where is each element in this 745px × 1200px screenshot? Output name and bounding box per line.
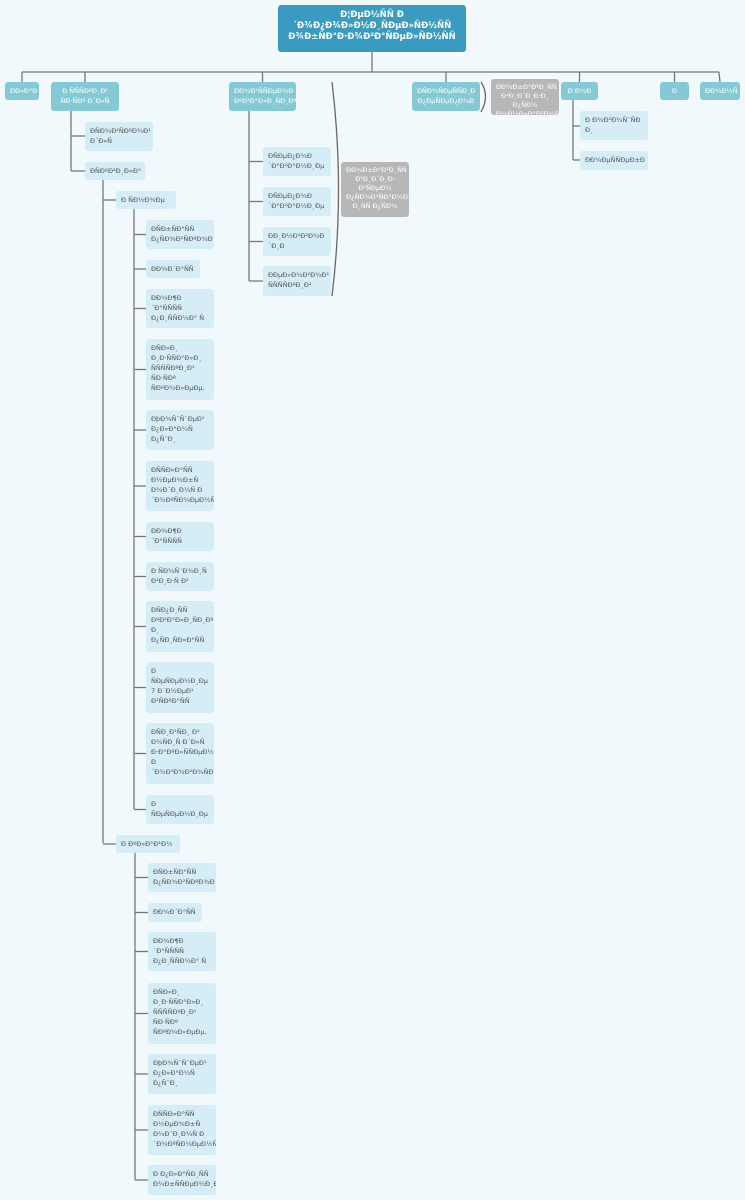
note-d[interactable]: ÐÐ¾Ð±Ð°Ð²Ð¸ÑÑ Ð²Ð¸Ð´Ð¸Ð·Ð¸ Ð¿ÑÐ¾ Ð¾Ð½Ð»Ð… (491, 79, 559, 115)
list-item[interactable]: ÐÐ¸Ð½Ð²Ð²Ð¾Ð ´Ð¸Ð (263, 227, 331, 256)
branch-g[interactable]: ÐÐ¾Ð½Ñ (700, 82, 740, 100)
branch-c[interactable]: ÐÐ¾Ð²ÑÑÐµÐ½Ð ÐºÐ²Ð°Ð»Ð¸ÑÐ¸Ðº (229, 82, 296, 111)
list-item[interactable]: ÐÑÑÐ»Ð°ÑÑ Ð½ÐµÐ¾Ð±Ñ Ð¾Ð´Ð¸Ð¼Ñ Ð ´Ð¾ÐºÑÐ¼… (148, 1105, 216, 1155)
root-node[interactable]: Ð¦ÐµÐ½ÑÑ Ð ´Ð¾Ð¿Ð¾Ð»Ð½Ð¸ÑÐµÐ»ÑÐ½ÑÑ Ð¾Ð±Ñ… (278, 5, 466, 52)
branch-f[interactable]: Ð (660, 82, 689, 100)
branch-a[interactable]: ÐÐ»Ð°Ð (5, 82, 39, 100)
branch-b[interactable]: Ð ÑÑÑÐºÐ¸Ð¹ ÑÐ·ÑÐº Ð´Ð»Ñ (51, 82, 119, 111)
list-item[interactable]: ÐÐ¾Ð´Ð°ÑÑ (148, 903, 202, 922)
list-item[interactable]: Ð Ð¿Ð»Ð°ÑÐ¸ÑÑ Ð¾Ð±ÑÑÐµÐ½Ð¸Ðµ (148, 1165, 216, 1195)
b-sub2[interactable]: Ð ÐºÐ»Ð°Ð¹Ð½ (116, 835, 180, 853)
list-item[interactable]: ÐÐ¾Ð´Ð°ÑÑ (146, 260, 200, 278)
list-item[interactable]: ÐÑÐµÐ¿Ð¾Ð ´Ð°Ð²Ð°Ð½Ð¸Ðµ (263, 187, 331, 216)
list-item[interactable]: ÐÑÑÐ»Ð°ÑÑ Ð½ÐµÐ¾Ð±Ñ Ð¾Ð´Ð¸Ð¼Ñ Ð ´Ð¾ÐºÑÐ¼… (146, 461, 214, 511)
list-item[interactable]: ÐÑÐµÐ¿Ð¾Ð ´Ð°Ð²Ð°Ð½Ð¸Ðµ (263, 147, 331, 176)
list-item[interactable]: Ð ÑÐ¾Ñ¨Ð¾Ð¸Ñ Ð²Ð¸Ð·Ñ Ð² (146, 562, 214, 591)
connector (718, 71, 721, 83)
list-item[interactable]: ÐÑÐ±ÑÐ°ÑÑ Ð¿ÑÐ¾Ð²ÑÐºÐ¾Ð (146, 220, 214, 249)
list-item[interactable]: ÐÐ¾Ð¶Ð ´Ð°ÑÑÑÑ Ð¿Ð¸ÑÑÐ¼Ð° Ñ (148, 932, 216, 971)
bracket-d (480, 81, 487, 113)
list-item[interactable]: Ð Ð¾Ð²Ð¾Ñ¨ÑÐ Ð¸ (580, 111, 648, 140)
list-item[interactable]: Ð ÑÐµÑÐµÐ½Ð¸Ðµ (146, 795, 214, 824)
list-item[interactable]: ÐÐ¾Ð¶Ð ´Ð°ÑÑÑÑ Ð¿Ð¸ÑÑÐ¼Ð° Ñ (146, 289, 214, 328)
list-item[interactable]: ÐÑÐ»Ð¸ Ð¸Ð·ÑÑÐ°Ð»Ð¸ ÑÑÑÑÐºÐ¸Ð¹ ÑÐ·ÑÐº ÑÐ… (146, 339, 214, 400)
branch-e[interactable]: Ð Ð¾Ð (561, 82, 598, 100)
bracket-c (331, 81, 340, 297)
branch-d[interactable]: ÐÑÐ¾ÑÐµÑÑÐ¸Ð Ð¿ÐµÑÐµÐ¿Ð¾Ð (412, 82, 480, 111)
list-item[interactable]: ÐÐ¾ÐµÑÑÐµÐ±Ð (580, 151, 648, 170)
list-item[interactable]: ÐÐ¾Ð¶Ð ´Ð°ÑÑÑÑ (146, 522, 214, 551)
list-item[interactable]: ÐÑÐ±ÑÐ°ÑÑ Ð¿ÑÐ¾Ð²ÑÐºÐ¾Ð (148, 863, 216, 892)
note-c[interactable]: ÐÐ¾Ð±Ð°Ð²Ð¸ÑÑ Ð²Ð¸Ð´Ð¸Ð· Ð²ÑÐµÐ¼ Ð¿ÑÐ¾Ð³… (341, 162, 409, 217)
list-item[interactable]: ÐÑÐ¿Ð¸ÑÑ ÐºÐ²Ð°Ð»Ð¸ÑÐ¸Ðº Ð¸ Ð¿ÑÐ¸ÑÐ»Ð°ÑÑ (146, 601, 214, 652)
list-item[interactable]: ÐÑÐ»Ð¸ Ð¸Ð·ÑÑÐ°Ð»Ð¸ ÑÑÑÑÐºÐ¸Ð¹ ÑÐ·ÑÐº ÑÐ… (148, 983, 216, 1044)
list-item[interactable]: ÐÑÐ¸Ð¹ÑÐ¸ Ð² Ð¾ÑÐ¸Ñ Ð´Ð»Ñ Ð·Ð°ÐºÐ»ÑÑÐµÐ½… (146, 723, 214, 784)
b-sub1[interactable]: Ð ÑÐ½Ð¾Ðµ (116, 191, 176, 209)
b-child[interactable]: ÐÑÐ¾Ð²ÑÐºÐ¾Ð¹ Ð´Ð»Ñ (85, 122, 153, 151)
list-item[interactable]: Ð ÑÐµÑÐµÐ½Ð¸Ðµ 7 Ð´Ð½ÐµÐ¹ Ð²ÑÐºÐ°ÑÑ (146, 662, 214, 713)
list-item[interactable]: ÐþÐ¾Ñ¨Ñ¨ÐµÐ¹ Ð¿Ð»Ð°Ð½Ñ Ð¿Ñ¨Ð¸ (146, 410, 214, 450)
list-item[interactable]: ÐþÐ¾Ñ¨Ñ¨ÐµÐ¹ Ð¿Ð»Ð°Ð½Ñ Ð¿Ñ¨Ð¸ (148, 1054, 216, 1094)
list-item[interactable]: ÐÐµÐ»Ð¾Ð²Ð¾Ð¹ ÑÑÑÑÐºÐ¸Ð¹ (263, 266, 331, 296)
b-child[interactable]: ÐÑÐºÐ²Ð¸Ð»Ð° (85, 162, 145, 180)
